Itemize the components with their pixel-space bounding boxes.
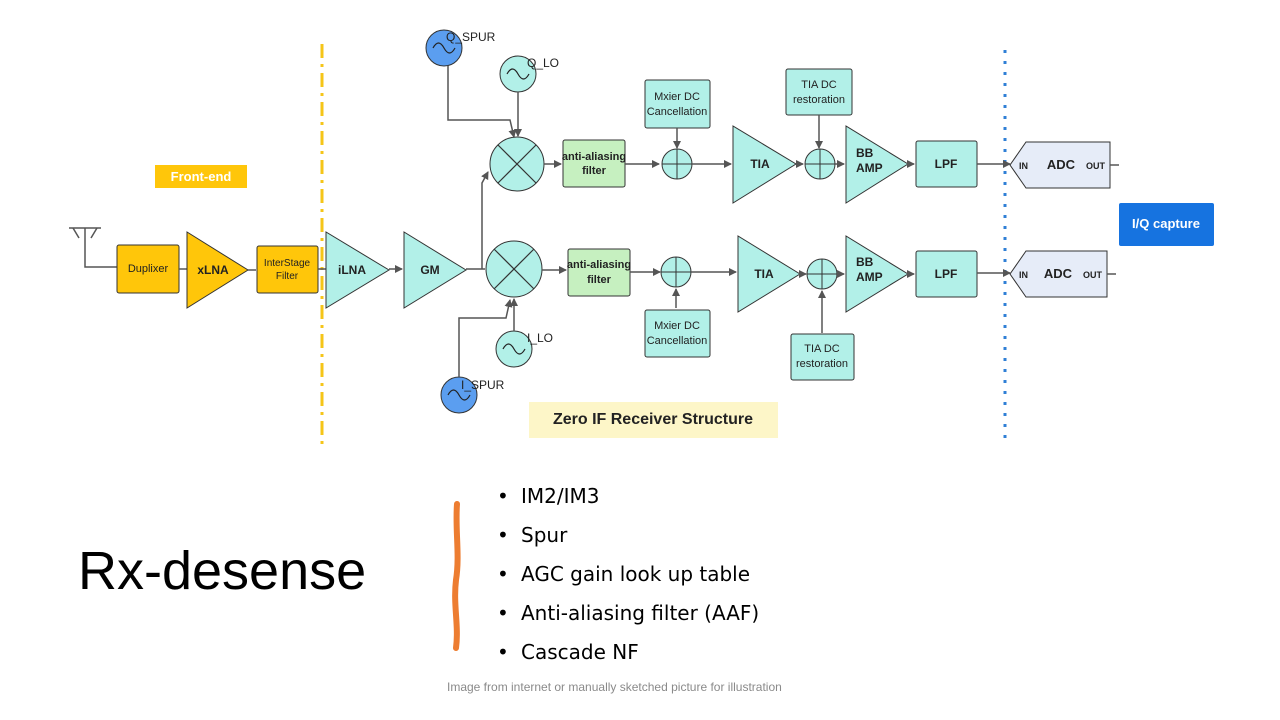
i-tia-dc-label-line1: TIA DC [804, 343, 840, 355]
bullet-item: •AGC gain look up table [497, 562, 751, 586]
xlna-amplifier [186, 231, 249, 309]
q-tia-amplifier [732, 125, 797, 204]
i-adc-label: ADC [1044, 266, 1073, 281]
q-bb-label-line2: AMP [856, 161, 883, 175]
q-tia-dc-label-line2: restoration [793, 94, 845, 106]
q-adc-out-label: OUT [1086, 161, 1106, 171]
i-mixer-dc-label-line2: Cancellation [647, 335, 708, 347]
i-adc-out-label: OUT [1083, 270, 1103, 280]
orange-bracket [452, 501, 461, 651]
duplexer-label: Duplixer [128, 263, 169, 275]
front-end-label-box [155, 165, 247, 188]
i-bb-amp-amplifier [845, 235, 909, 313]
i-lpf-block [915, 250, 978, 298]
q-tia-dc-label-line1: TIA DC [801, 79, 837, 91]
i-aaf-label-line2: filter [587, 274, 612, 286]
i-tia-dc-block [790, 333, 855, 381]
q-adc-in-label: IN [1019, 161, 1028, 171]
q-bb-label-line1: BB [856, 146, 874, 160]
i-tia-dc-label-line2: restoration [796, 358, 848, 370]
q-mixer-dc-label-line2: Cancellation [647, 106, 708, 118]
interstage-label-line2: Filter [276, 271, 299, 282]
i-tia-label: TIA [754, 267, 774, 281]
q-lpf-label: LPF [935, 157, 958, 171]
i-mixer-dc-label-line1: Mxier DC [654, 320, 700, 332]
iq-capture-box [1119, 203, 1214, 246]
i-spur-label: I_SPUR [461, 378, 505, 392]
i-adc-in-label: IN [1019, 270, 1028, 280]
interstage-filter-block [256, 245, 319, 294]
q-mixer-dc-block [644, 79, 711, 129]
q-aaf-block [562, 139, 626, 188]
gm-label: GM [420, 263, 439, 277]
q-mixer-dc-label-line1: Mxier DC [654, 91, 700, 103]
q-adc-label: ADC [1047, 157, 1076, 172]
i-tia-amplifier [737, 235, 801, 313]
q-spur-label: Q_SPUR [446, 30, 496, 44]
q-tia-label: TIA [750, 157, 770, 171]
i-lpf-label: LPF [935, 267, 958, 281]
antenna-icon [69, 227, 117, 268]
structure-title: Zero IF Receiver Structure [553, 411, 753, 428]
i-bb-label-line1: BB [856, 255, 874, 269]
image-caption: Image from internet or manually sketched… [447, 680, 782, 694]
ilna-amplifier [325, 231, 390, 309]
receiver-diagram: Front-end Duplixer xLNA InterStage Filte… [69, 29, 1214, 450]
bullet-item: •Spur [497, 523, 568, 547]
q-bb-amp-amplifier [845, 125, 909, 204]
q-tia-dc-block [785, 68, 853, 116]
q-lo-label: Q_LO [527, 56, 559, 70]
front-end-label: Front-end [171, 169, 232, 184]
bullet-list: •IM2/IM3 •Spur •AGC gain look up table •… [497, 478, 759, 673]
i-aaf-label-line1: anti-aliasing [567, 259, 631, 271]
i-mixer-dc-block [644, 309, 711, 358]
gm-amplifier [403, 231, 467, 309]
q-aaf-label-line1: anti-aliasing [562, 151, 626, 163]
i-aaf-block [567, 248, 631, 297]
i-bb-label-line2: AMP [856, 270, 883, 284]
ilna-label: iLNA [338, 263, 366, 277]
i-lo-label: I_LO [527, 331, 553, 345]
slide-title: Rx-desense [78, 541, 367, 601]
bullet-item: •IM2/IM3 [497, 484, 600, 508]
bullet-item: •Cascade NF [497, 640, 639, 664]
interstage-label-line1: InterStage [264, 258, 311, 269]
bullet-item: •Anti-aliasing filter (AAF) [497, 601, 760, 625]
q-aaf-label-line2: filter [582, 165, 607, 177]
xlna-label: xLNA [197, 263, 229, 277]
iq-split-lines [466, 171, 489, 270]
structure-title-box [529, 402, 778, 438]
iq-capture-label: I/Q capture [1132, 216, 1200, 231]
